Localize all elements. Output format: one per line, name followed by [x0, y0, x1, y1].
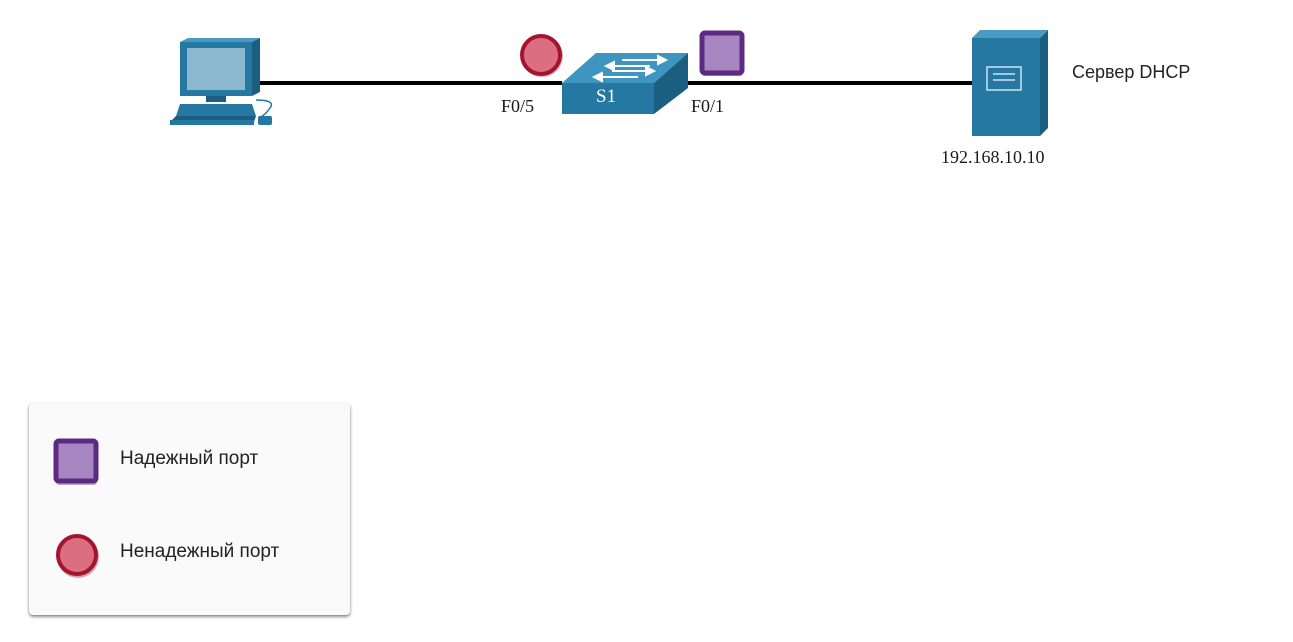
server-ip-label: 192.168.10.10 — [941, 147, 1045, 167]
untrusted-port-marker-f05 — [520, 34, 563, 77]
pc-icon[interactable] — [170, 38, 273, 125]
legend-item-trusted: Надежный порт — [29, 438, 350, 488]
port-label-f05: F0/5 — [501, 96, 535, 116]
legend-label-untrusted: Ненадежный порт — [120, 541, 280, 562]
untrusted-port-icon — [56, 534, 99, 578]
server-label: Сервер DHCP — [1072, 62, 1191, 82]
switch-label: S1 — [596, 86, 617, 107]
trusted-port-icon — [53, 438, 99, 485]
legend-panel: Надежный порт Ненадежный порт — [29, 403, 350, 615]
switch-icon[interactable] — [562, 53, 688, 114]
trusted-port-marker-f01 — [699, 30, 745, 76]
port-label-f01: F0/1 — [691, 96, 725, 116]
legend-item-untrusted: Ненадежный порт — [29, 531, 350, 581]
legend-label-trusted: Надежный порт — [120, 448, 259, 469]
server-icon[interactable] — [972, 30, 1048, 136]
